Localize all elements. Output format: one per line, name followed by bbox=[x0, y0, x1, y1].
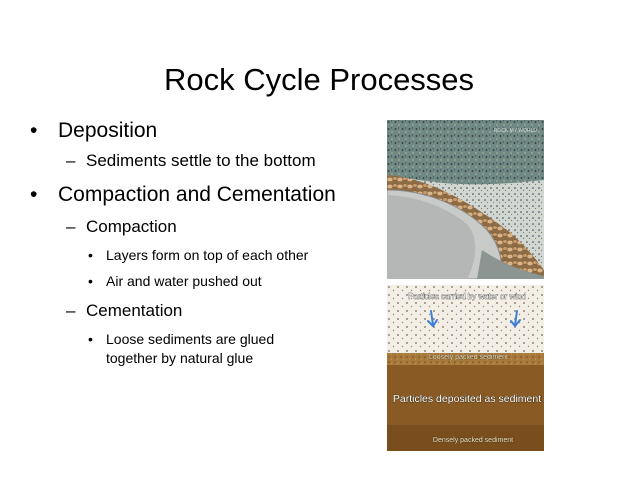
dash-icon: – bbox=[66, 301, 76, 320]
slide-title: Rock Cycle Processes bbox=[163, 62, 475, 97]
dash-icon: – bbox=[66, 217, 76, 236]
bullet-compaction-cementation: • Compaction and Cementation bbox=[30, 182, 375, 208]
bullet-dot-icon: • bbox=[30, 183, 38, 206]
sub-bullet-cementation: – Cementation bbox=[30, 300, 375, 322]
sub-sub-bullet-text: Air and water pushed out bbox=[106, 273, 262, 289]
down-arrow-icon bbox=[427, 310, 438, 328]
label-densely-packed: Densely packed sediment bbox=[433, 437, 513, 444]
sub-bullet-sediments: – Sediments settle to the bottom bbox=[30, 150, 375, 172]
label-particles-carried: Particles carried by water or wind bbox=[408, 292, 526, 301]
sub-sub-bullet-glue: • Loose sediments are glued together by … bbox=[30, 330, 301, 368]
bullet-deposition: • Deposition bbox=[30, 118, 375, 144]
sub-bullet-text: Cementation bbox=[86, 301, 183, 320]
dash-icon: – bbox=[66, 151, 76, 170]
sub-sub-bullet-text: Loose sediments are glued together by na… bbox=[106, 331, 275, 366]
bullet-dot-icon: • bbox=[88, 331, 93, 347]
sub-bullet-compaction: – Compaction bbox=[30, 216, 375, 238]
bullet-dot-icon: • bbox=[88, 273, 93, 289]
down-arrow-icon bbox=[510, 310, 521, 328]
sub-bullet-text: Compaction bbox=[86, 217, 177, 236]
bullet-list: • Deposition – Sediments settle to the b… bbox=[30, 118, 375, 368]
sub-bullet-text: Sediments settle to the bottom bbox=[86, 151, 316, 170]
label-particles-deposited: Particles deposited as sediment bbox=[393, 393, 541, 405]
bullet-text: Compaction and Cementation bbox=[58, 183, 336, 206]
label-loosely-packed: Loosely packed sediment bbox=[429, 354, 508, 361]
sediment-layers-illustration: Particles carried by water or wind Loose… bbox=[387, 285, 544, 451]
sub-sub-bullet-text: Layers form on top of each other bbox=[106, 247, 309, 263]
bullet-dot-icon: • bbox=[30, 119, 38, 142]
bullet-text: Deposition bbox=[58, 119, 158, 142]
sub-sub-bullet-layers: • Layers form on top of each other bbox=[30, 246, 375, 265]
image-watermark: ROCK MY WORLD bbox=[494, 128, 538, 134]
bullet-dot-icon: • bbox=[88, 247, 93, 263]
deposition-illustration: ROCK MY WORLD bbox=[387, 120, 544, 279]
sub-sub-bullet-air-water: • Air and water pushed out bbox=[30, 272, 375, 291]
